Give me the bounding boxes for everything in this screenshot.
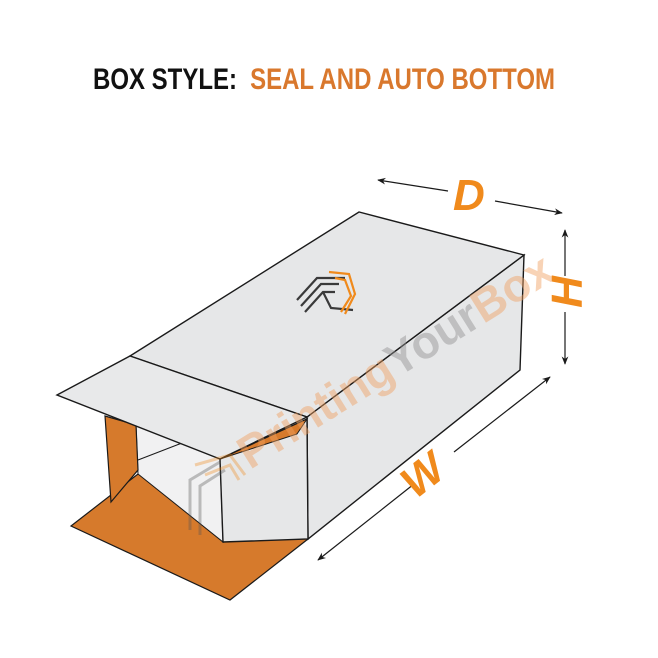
width-arrow-down: [317, 483, 415, 561]
page-title: BOX STYLE: SEAL AND AUTO BOTTOM: [93, 63, 555, 96]
watermark-logo-icon: [188, 453, 247, 535]
width-arrow-up: [453, 376, 551, 453]
logo-icon: [296, 270, 357, 315]
depth-arrow-right: [494, 200, 563, 215]
height-label: H: [543, 275, 592, 308]
depth-arrow-left: [377, 177, 449, 192]
tuck-flap: [55, 355, 309, 460]
title-prefix: BOX STYLE:: [93, 63, 237, 96]
depth-label: D: [453, 171, 485, 220]
title-style-name: SEAL AND AUTO BOTTOM: [250, 63, 555, 96]
